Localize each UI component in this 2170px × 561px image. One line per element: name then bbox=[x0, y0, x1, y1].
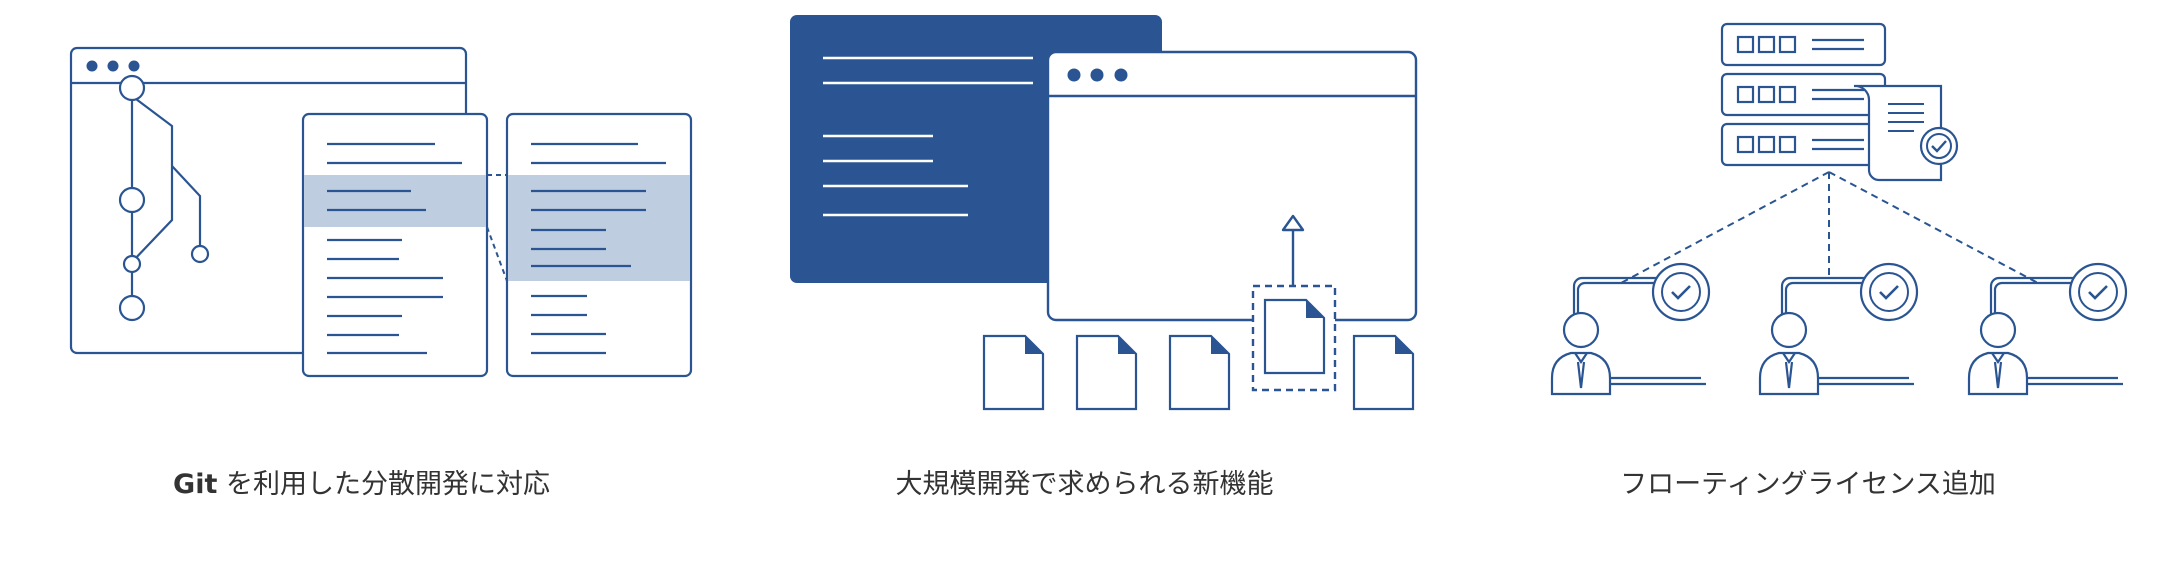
caption-large-scale: 大規模開発で求められる新機能 bbox=[895, 469, 1274, 500]
caption-git-prefix: Git bbox=[173, 469, 218, 500]
license-server-network-icon bbox=[1550, 22, 2128, 396]
caption-floating-license: フローティングライセンス追加 bbox=[1620, 469, 1996, 500]
client-3 bbox=[1967, 262, 2128, 396]
feature-large-scale: 大規模開発で求められる新機能 bbox=[723, 0, 1446, 561]
caption-git-text: を利用した分散開発に対応 bbox=[217, 469, 550, 500]
client-1 bbox=[1550, 262, 1711, 396]
client-2 bbox=[1758, 262, 1919, 396]
git-branch-diff-icon bbox=[69, 46, 693, 378]
file-upload-window-icon bbox=[790, 15, 1418, 411]
feature-floating-license: フローティングライセンス追加 bbox=[1446, 0, 2170, 561]
feature-git: Git を利用した分散開発に対応 bbox=[0, 0, 723, 561]
caption-git: Git を利用した分散開発に対応 bbox=[0, 462, 723, 501]
